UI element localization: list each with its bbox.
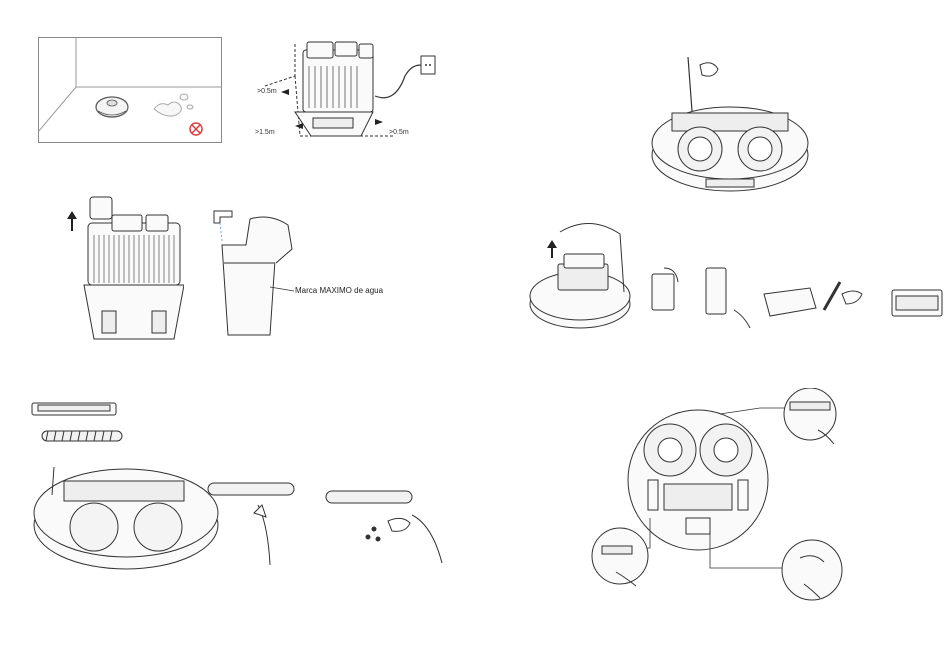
clearance-left-label: >1.5m [255,129,275,136]
faucet-icon [214,211,232,241]
up-arrow-icon [547,240,557,258]
brush-icon [42,431,122,441]
room-placement-illustration [38,37,222,143]
up-arrow-icon [67,211,77,231]
cleaning-tool-icon [688,57,718,111]
station-clearance-illustration: >0.5m >1.5m >0.5m [255,36,450,148]
robot-vacuum-icon [96,97,128,117]
station-tank-removal-illustration [62,193,184,345]
robot-filter-cleaning-illustration [648,55,813,200]
power-outlet-icon [421,56,435,74]
main-brush-cleaning-illustration [28,395,468,575]
robot-underside-illustration [590,388,850,608]
water-tank-fill-illustration [210,205,300,341]
clearance-right-label: >0.5m [389,129,409,136]
max-water-mark-label: Marca MAXIMO de agua [295,286,383,295]
base-station-icon [295,42,373,136]
dustbin-cleaning-illustration [520,212,945,337]
clearance-top-label: >0.5m [257,88,277,95]
